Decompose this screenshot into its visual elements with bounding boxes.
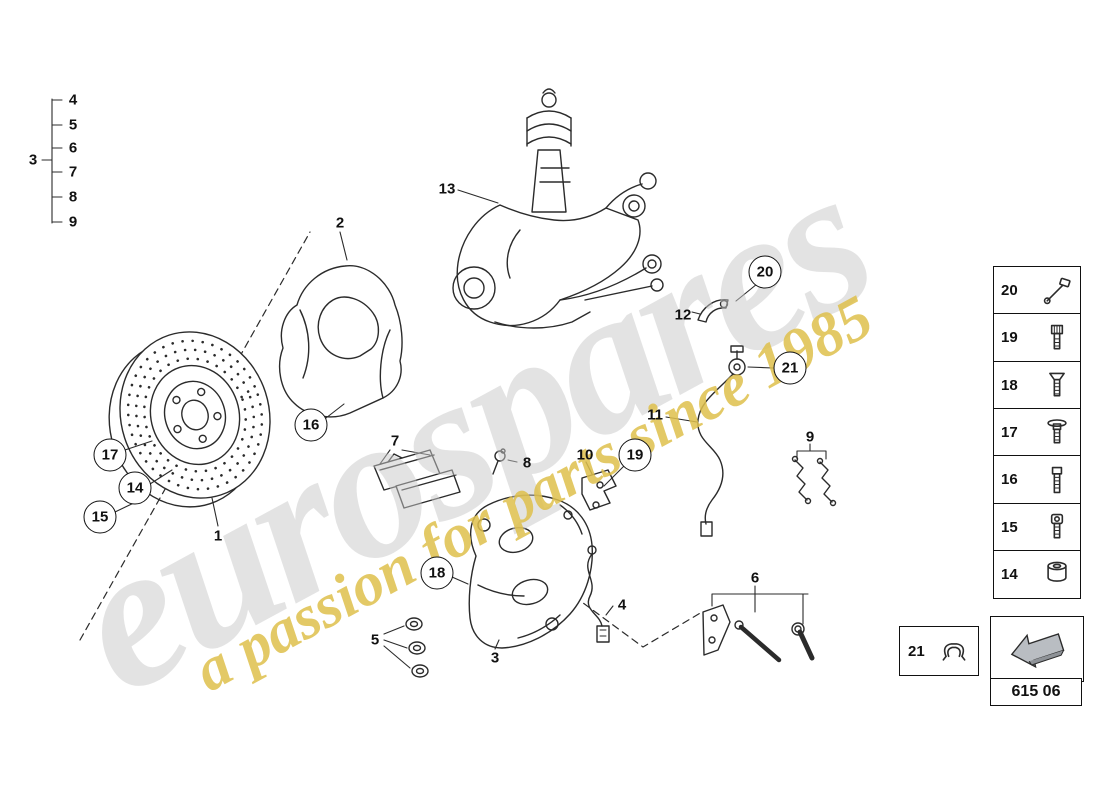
part-number: 19 xyxy=(1001,329,1018,347)
retaining-clip-icon xyxy=(938,632,970,670)
callout-14[interactable]: 14 xyxy=(118,471,152,505)
part-number: 15 xyxy=(1001,518,1018,536)
callout-7[interactable]: 7 xyxy=(68,163,78,181)
callout-17[interactable]: 17 xyxy=(93,438,127,472)
callout-3[interactable]: 3 xyxy=(490,649,500,667)
brake-caliper xyxy=(469,495,592,648)
callout-4[interactable]: 4 xyxy=(68,91,78,109)
callout-16[interactable]: 16 xyxy=(294,408,328,442)
part-number: 21 xyxy=(908,642,925,660)
brake-disc xyxy=(86,312,293,526)
parts-sidebar: 20 19 18 17 16 15 14 xyxy=(993,266,1081,599)
sidebar-part-16[interactable]: 16 xyxy=(993,455,1081,505)
part-number: 16 xyxy=(1001,471,1018,489)
brake-hose xyxy=(698,346,745,536)
socket-bolt-icon xyxy=(1041,319,1073,357)
callout-12[interactable]: 12 xyxy=(674,306,692,324)
part-number: 20 xyxy=(1001,282,1018,299)
callout-19[interactable]: 19 xyxy=(618,438,652,472)
sidebar-part-20[interactable]: 20 xyxy=(993,266,1081,315)
stud-bolt-icon xyxy=(1041,461,1073,499)
callout-11[interactable]: 11 xyxy=(647,406,663,424)
clip-part-box[interactable]: 21 xyxy=(899,626,979,676)
leader-lines xyxy=(42,99,826,668)
wear-sensor-cable xyxy=(588,546,609,642)
flanged-bolt-icon xyxy=(1041,413,1073,451)
callout-8[interactable]: 8 xyxy=(522,454,532,472)
bleed-valve xyxy=(493,449,505,474)
callout-2[interactable]: 2 xyxy=(335,214,345,232)
sidebar-part-18[interactable]: 18 xyxy=(993,360,1081,410)
callout-6[interactable]: 6 xyxy=(750,569,760,587)
sidebar-part-15[interactable]: 15 xyxy=(993,502,1081,552)
sidebar-part-19[interactable]: 19 xyxy=(993,313,1081,363)
cap-screw-icon xyxy=(1041,508,1073,546)
callout-7[interactable]: 7 xyxy=(390,432,400,450)
countersunk-screw-icon xyxy=(1041,366,1073,404)
back-nav-box[interactable] xyxy=(990,616,1084,682)
callout-18[interactable]: 18 xyxy=(420,556,454,590)
retaining-bracket xyxy=(582,470,616,510)
callout-9[interactable]: 9 xyxy=(805,428,815,446)
lug-nut-icon xyxy=(1041,555,1073,593)
back-arrow-icon xyxy=(1010,633,1065,669)
sidebar-part-17[interactable]: 17 xyxy=(993,407,1081,457)
callout-4[interactable]: 4 xyxy=(617,596,627,614)
callout-5[interactable]: 5 xyxy=(370,631,380,649)
callout-5[interactable]: 5 xyxy=(68,116,78,134)
callout-9[interactable]: 9 xyxy=(68,213,78,231)
retaining-springs xyxy=(793,457,836,506)
guide-pin-kit xyxy=(703,605,812,660)
callout-1[interactable]: 1 xyxy=(213,527,223,545)
diagram-code: 615 06 xyxy=(990,678,1082,707)
callout-3[interactable]: 3 xyxy=(28,151,38,169)
callout-13[interactable]: 13 xyxy=(438,180,456,198)
callout-20[interactable]: 20 xyxy=(748,255,782,289)
sidebar-part-14[interactable]: 14 xyxy=(993,549,1081,599)
hose-icon xyxy=(1041,272,1073,310)
part-number: 18 xyxy=(1001,376,1018,394)
brake-pads xyxy=(374,450,460,508)
callout-6[interactable]: 6 xyxy=(68,139,78,157)
callout-15[interactable]: 15 xyxy=(83,500,117,534)
callout-10[interactable]: 10 xyxy=(576,446,594,464)
callout-8[interactable]: 8 xyxy=(68,188,78,206)
part-number: 17 xyxy=(1001,423,1018,441)
splash-shield xyxy=(280,266,402,417)
washers xyxy=(406,618,428,677)
part-number: 14 xyxy=(1001,565,1018,583)
callout-21[interactable]: 21 xyxy=(773,351,807,385)
hose-bracket xyxy=(698,300,728,322)
steering-knuckle-assembly xyxy=(453,89,663,328)
